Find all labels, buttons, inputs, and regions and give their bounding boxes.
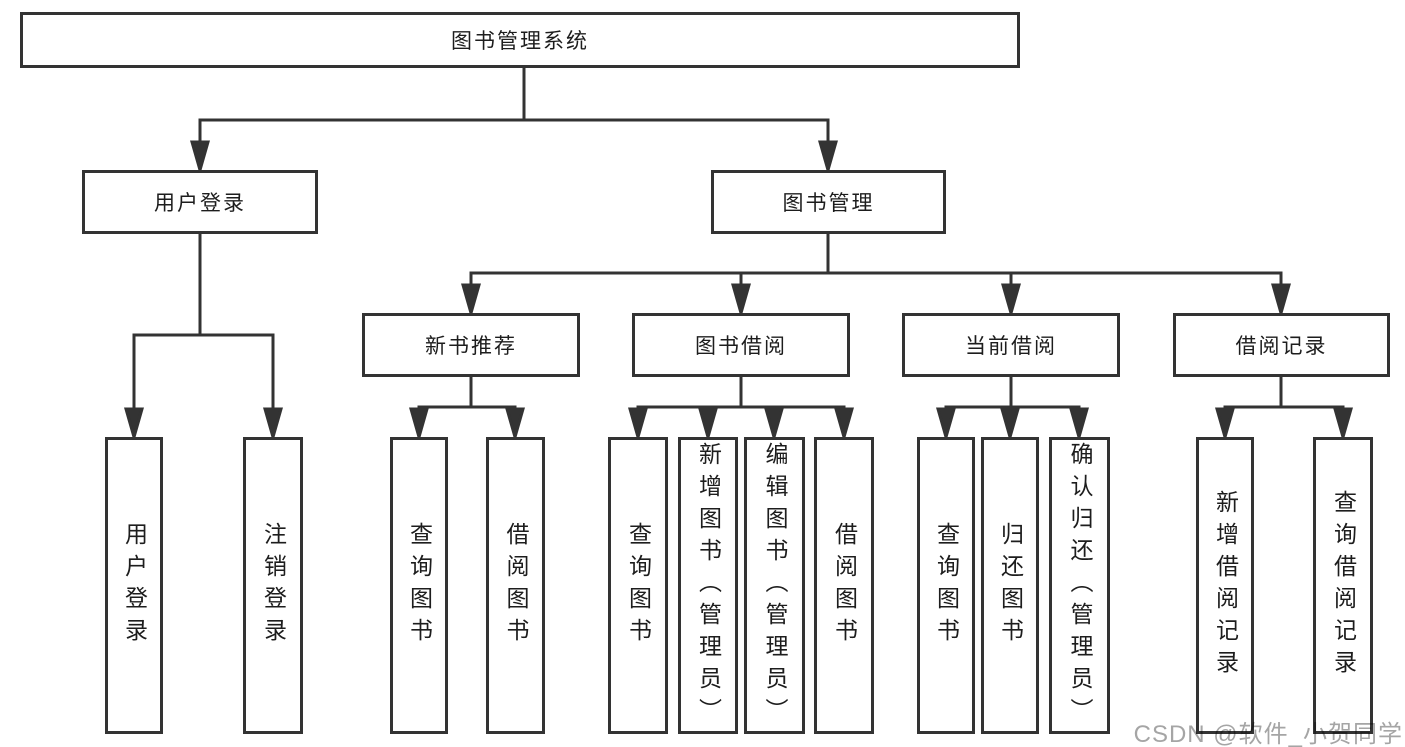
leaf-borrow-books-recommend: 借阅图书 <box>486 437 545 734</box>
leaf-edit-book-admin-label: 编辑图书（管理员） <box>762 441 788 730</box>
leaf-add-book-admin: 新增图书（管理员） <box>678 437 738 734</box>
node-new-book-recommend-label: 新书推荐 <box>425 335 517 358</box>
node-borrow-records-label: 借阅记录 <box>1235 335 1328 358</box>
node-root-label: 图书管理系统 <box>451 30 589 53</box>
connector-book-management-children <box>461 234 1291 319</box>
node-book-management-label: 图书管理 <box>782 192 875 215</box>
leaf-add-book-admin-label: 新增图书（管理员） <box>695 441 722 730</box>
node-current-borrow-label: 当前借阅 <box>965 335 1057 358</box>
leaf-query-books-current-label: 查询图书 <box>933 521 960 650</box>
connector-current-borrow-children <box>936 377 1089 443</box>
leaf-confirm-return-admin: 确认归还（管理员） <box>1049 437 1110 734</box>
node-book-management: 图书管理 <box>711 170 946 234</box>
leaf-query-books-current: 查询图书 <box>917 437 975 734</box>
leaf-add-borrow-record: 新增借阅记录 <box>1196 437 1254 734</box>
node-book-borrow: 图书借阅 <box>632 313 850 377</box>
connector-borrow-records-children <box>1215 377 1353 443</box>
node-book-borrow-label: 图书借阅 <box>695 335 787 358</box>
connector-root-to-level2 <box>190 68 838 176</box>
connector-book-borrow-children <box>628 377 854 443</box>
leaf-query-borrow-record: 查询借阅记录 <box>1313 437 1373 734</box>
leaf-query-borrow-record-label: 查询借阅记录 <box>1330 489 1357 682</box>
node-root: 图书管理系统 <box>20 12 1020 68</box>
leaf-user-login: 用户登录 <box>105 437 163 734</box>
leaf-query-books-borrow-label: 查询图书 <box>625 521 652 650</box>
leaf-confirm-return-admin-label: 确认归还（管理员） <box>1067 441 1093 730</box>
node-user-login-label: 用户登录 <box>154 192 246 215</box>
node-user-login: 用户登录 <box>82 170 318 234</box>
leaf-borrow-books-borrow: 借阅图书 <box>814 437 874 734</box>
connector-new-book-recommend-children <box>409 377 525 443</box>
leaf-logout-label: 注销登录 <box>260 521 287 650</box>
leaf-edit-book-admin: 编辑图书（管理员） <box>744 437 805 734</box>
leaf-return-books: 归还图书 <box>981 437 1039 734</box>
node-current-borrow: 当前借阅 <box>902 313 1120 377</box>
leaf-query-books-recommend: 查询图书 <box>390 437 448 734</box>
leaf-borrow-books-recommend-label: 借阅图书 <box>503 521 529 650</box>
node-borrow-records: 借阅记录 <box>1173 313 1390 377</box>
leaf-return-books-label: 归还图书 <box>997 521 1024 650</box>
leaf-borrow-books-borrow-label: 借阅图书 <box>831 521 858 650</box>
csdn-watermark: CSDN @软件_小贺同学 <box>1133 721 1403 747</box>
leaf-logout: 注销登录 <box>243 437 303 734</box>
leaf-user-login-label: 用户登录 <box>121 521 148 650</box>
leaf-add-borrow-record-label: 新增借阅记录 <box>1212 489 1239 682</box>
node-new-book-recommend: 新书推荐 <box>362 313 580 377</box>
connector-user-login-children <box>124 234 283 443</box>
leaf-query-books-recommend-label: 查询图书 <box>406 521 433 650</box>
leaf-query-books-borrow: 查询图书 <box>608 437 668 734</box>
